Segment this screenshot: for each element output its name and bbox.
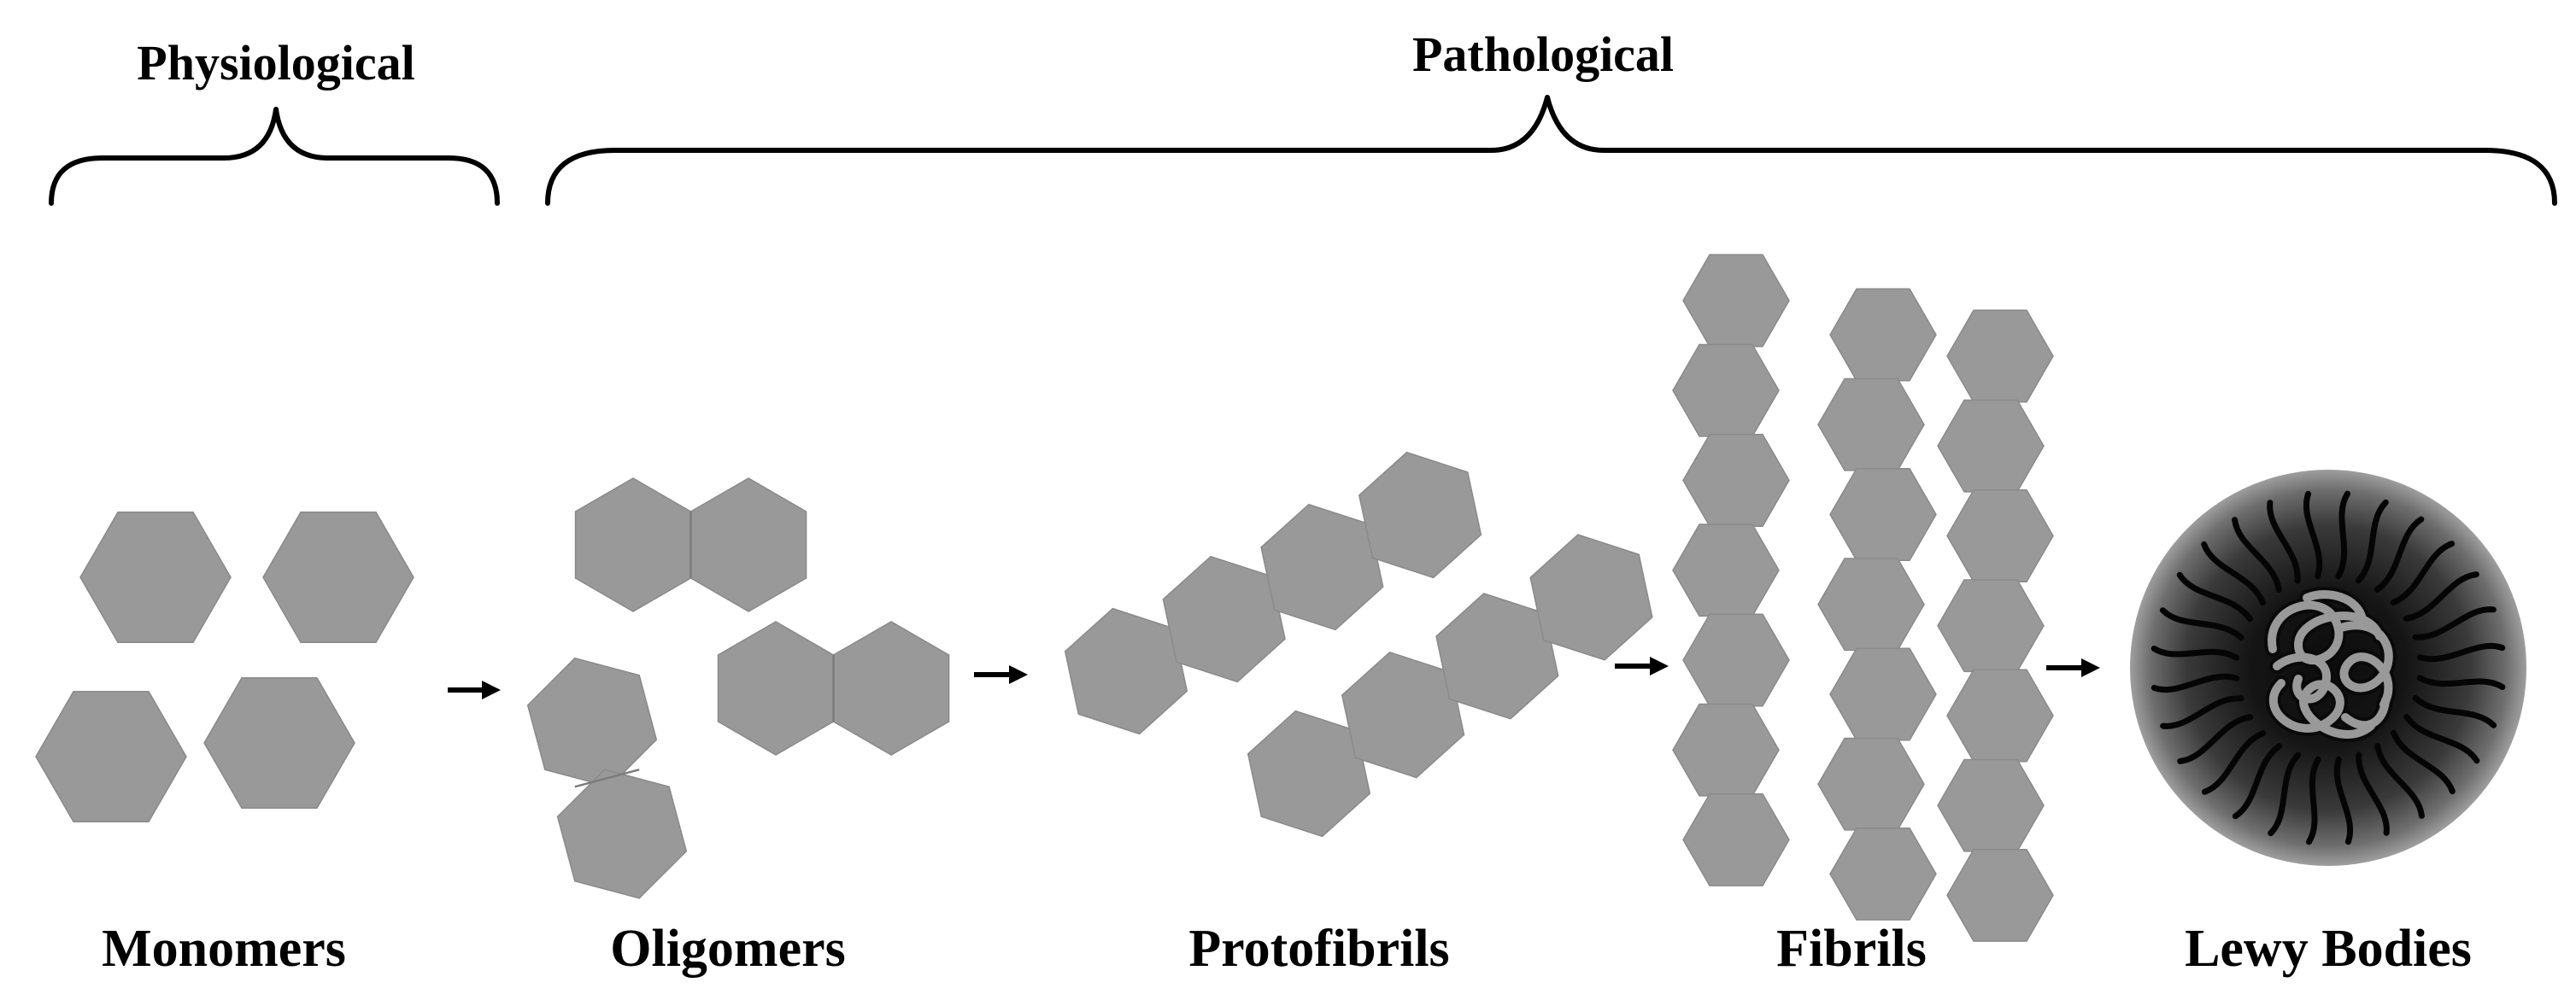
oligomer-hexagon xyxy=(574,477,692,612)
monomer-hexagon xyxy=(203,677,355,809)
core-filament xyxy=(2268,679,2375,739)
fibril-hexagon xyxy=(1946,848,2054,942)
lewy-filament xyxy=(2390,541,2456,605)
fibril-hexagon xyxy=(1937,579,2045,673)
fibril-hexagon xyxy=(1946,309,2054,403)
lewy-filament xyxy=(2416,643,2506,663)
fibril-hexagon xyxy=(1682,792,1790,886)
lewy-filament xyxy=(2416,675,2506,690)
lewy-filament xyxy=(2303,490,2323,580)
lewy-filament xyxy=(2333,756,2353,845)
lewy-filament xyxy=(2232,517,2282,594)
lewy-filament xyxy=(2201,730,2267,795)
protofibril-hexagon xyxy=(1358,451,1482,579)
oligomers-illustration xyxy=(526,477,950,899)
lewy-filament xyxy=(2151,673,2240,693)
fibrils-illustration xyxy=(1672,254,2054,942)
fibril-hexagon xyxy=(1817,737,1925,831)
core-filament xyxy=(2337,621,2393,709)
protofibrils-illustration xyxy=(1064,451,1653,838)
lewy-filament xyxy=(2160,695,2244,729)
fibril-hexagon xyxy=(1682,434,1790,527)
lewy-filament xyxy=(2403,571,2479,622)
fibril-hexagon xyxy=(1672,343,1780,437)
arrow-icon xyxy=(2046,658,2100,677)
lewy-filament xyxy=(2412,606,2497,640)
fibril-hexagon xyxy=(1937,399,2045,493)
fibril-hexagon xyxy=(1829,827,1937,921)
lewy-filament xyxy=(2267,500,2301,584)
lewy-filament xyxy=(2374,516,2425,593)
lewy-filament xyxy=(2232,743,2283,820)
stage-label-fibrils: Fibrils xyxy=(1776,920,1927,978)
oligomer-hexagon xyxy=(556,769,688,899)
core-filament xyxy=(2268,600,2384,664)
oligomer-hexagon xyxy=(832,621,950,756)
fibril-hexagon xyxy=(1682,254,1790,348)
oligomer-hexagon xyxy=(526,657,658,788)
lewy-filament xyxy=(2356,751,2390,836)
fibril-hexagon xyxy=(1672,523,1780,617)
lewy-filament xyxy=(2159,607,2244,641)
lewy-filament xyxy=(2306,756,2321,845)
stage-label-monomers: Monomers xyxy=(102,920,346,978)
pathological-brace xyxy=(545,95,2557,206)
core-filament xyxy=(2341,696,2390,730)
fibril-hexagon xyxy=(1829,647,1937,741)
lewy-filament xyxy=(2374,742,2425,819)
pathological-header: Pathological xyxy=(1412,26,1674,82)
lewy-filament xyxy=(2355,499,2389,584)
monomer-hexagon xyxy=(79,512,232,643)
core-filament xyxy=(2273,652,2331,704)
monomer-hexagon xyxy=(262,512,414,643)
hexagon-seam xyxy=(574,768,640,788)
lewy-filament xyxy=(2201,541,2266,606)
fibril-hexagon xyxy=(1817,558,1925,652)
lewy-body-illustration xyxy=(2130,470,2526,866)
core-filament xyxy=(2303,590,2367,623)
fibril-hexagon xyxy=(1829,288,1937,382)
fibril-hexagon xyxy=(1682,613,1790,707)
fibril-hexagon xyxy=(1946,669,2054,763)
monomer-hexagon xyxy=(35,691,187,822)
lewy-filament xyxy=(2412,694,2497,728)
fibril-hexagon xyxy=(1672,703,1780,797)
lewy-filament xyxy=(2335,490,2350,580)
oligomer-hexagon xyxy=(717,621,835,756)
fibril-hexagon xyxy=(1937,758,2045,852)
arrow-icon xyxy=(974,665,1028,684)
stage-label-oligomers: Oligomers xyxy=(610,920,846,978)
lewy-filament xyxy=(2176,571,2253,623)
lewy-filament xyxy=(2177,714,2254,764)
arrow-icon xyxy=(448,681,501,699)
stage-label-protofibrils: Protofibrils xyxy=(1188,920,1449,978)
physiological-header: Physiological xyxy=(137,35,414,91)
fibril-hexagon xyxy=(1829,468,1937,561)
lewy-core-tangle xyxy=(2264,587,2397,742)
stage-label-lewy-bodies: Lewy Bodies xyxy=(2185,920,2472,978)
lewy-filament xyxy=(2151,646,2240,661)
lewy-filament xyxy=(2391,729,2456,795)
fibril-hexagon xyxy=(1946,489,2054,582)
arrow-icon xyxy=(1615,657,1669,675)
lewy-filament xyxy=(2403,713,2480,764)
oligomer-hexagon xyxy=(689,477,807,612)
physiological-brace xyxy=(49,107,500,206)
lewy-filament xyxy=(2268,751,2302,837)
monomers-illustration xyxy=(35,512,414,822)
fibril-hexagon xyxy=(1817,377,1925,471)
protofibril-hexagon xyxy=(1529,534,1653,661)
